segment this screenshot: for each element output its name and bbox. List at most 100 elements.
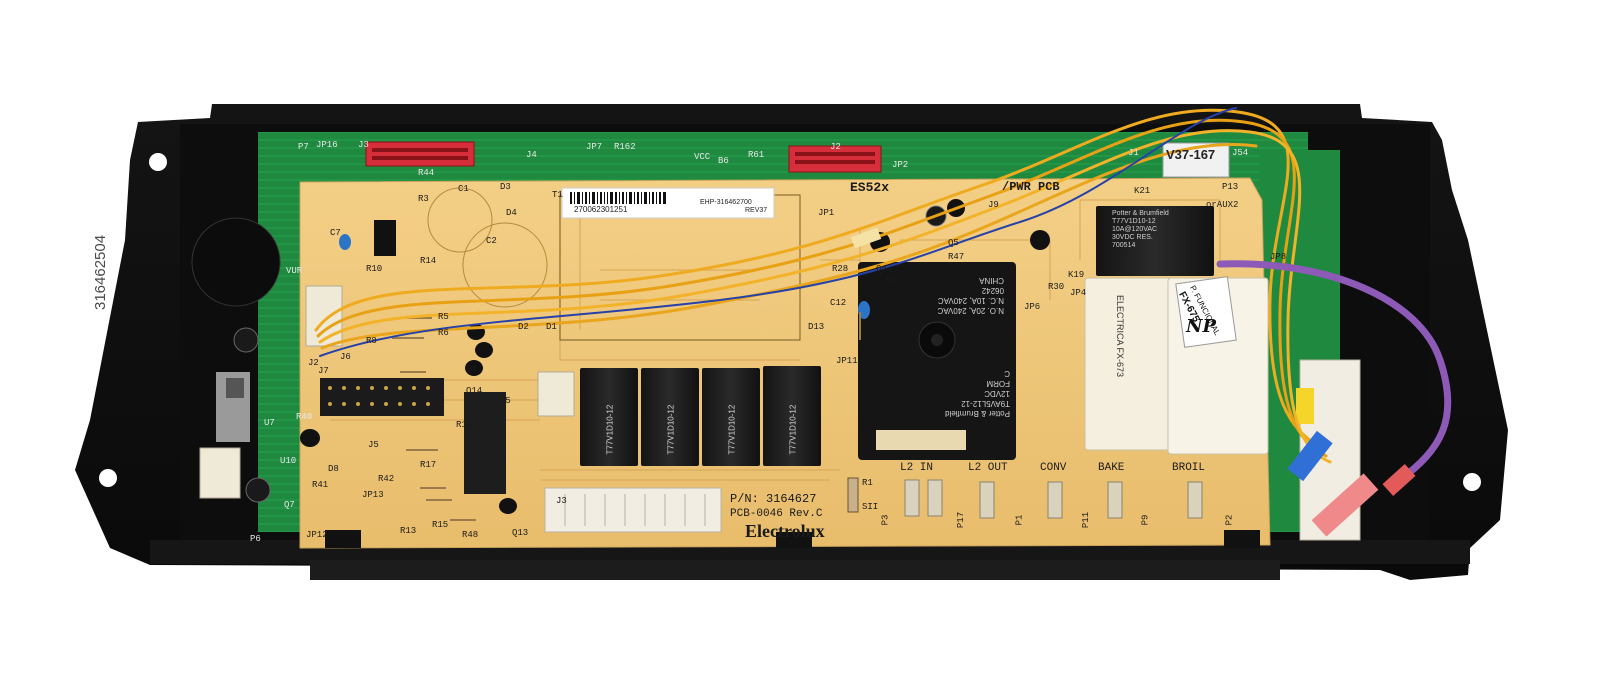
refdes-label: JP7 [586,142,603,152]
refdes-label: J3 [556,496,567,506]
refdes-label: JP4 [1070,288,1087,298]
refdes-label: R48 [462,530,479,540]
board-title: ES52x [850,180,890,195]
refdes-label: JP12 [306,530,328,540]
refdes-label: J9 [988,200,999,210]
big-relay-line: 12VDC [984,389,1010,398]
refdes-label: Q7 [284,500,295,510]
refdes-label: R8 [366,336,377,346]
big-relay-line: T9AV5L12-12 [961,399,1010,408]
refdes-label: VCC [694,152,711,162]
pin-p17: P17 [956,511,967,529]
refdes-label: R47 [948,252,965,262]
mount-hole [99,469,117,487]
big-relay [858,262,1016,460]
refdes-label: D13 [808,322,825,332]
refdes-label: JP11 [836,356,858,366]
handwritten-mark: NP [1186,316,1216,337]
refdes-label: R10 [366,264,383,274]
big-relay-line: Potter & Brumfield [945,409,1010,418]
refdes-label: R6 [438,328,449,338]
refdes-label: R44 [418,168,435,178]
pcb-revision: PCB-0046 Rev.C [730,508,823,520]
mount-hole [149,153,167,171]
big-relay-line: N.C. 10A, 240VAC [937,296,1004,305]
pin-p11: P11 [1081,511,1092,529]
refdes-label: R42 [378,474,395,484]
connector-j2-left [305,285,343,347]
refdes-label: R40 [296,412,313,422]
refdes-label: K21 [1134,186,1151,196]
terminal-bake: BAKE [1098,462,1125,474]
refdes-label: R1 [862,478,873,488]
k21-line: 30VDC RES. [1112,234,1153,241]
blue-wire [319,107,1237,357]
pin-p2: P2 [1224,514,1235,526]
version-sticker-text: V37-167 [1166,147,1216,162]
refdes-label: B6 [718,156,729,166]
refdes-label: Q1 [466,364,477,374]
refdes-label: P13 [1222,182,1239,192]
refdes-label: R2 [886,276,897,286]
terminal-l2-out: L2 OUT [968,462,1008,474]
refdes-label: T1 [552,190,563,200]
big-relay-line: FORM [986,379,1010,388]
white-relay-left [1084,277,1182,451]
refdes-label: C7 [330,228,341,238]
refdes-label: C1 [458,184,469,194]
white-connector-j3 [544,487,722,533]
barcode-number: 270062301251 [574,205,628,214]
refdes-label: P7 [298,142,309,152]
refdes-label: C2 [486,236,497,246]
board-title-suffix: /PWR PCB [1002,180,1060,194]
refdes-label: Q14 [466,386,483,396]
refdes-label: U10 [280,456,297,466]
refdes-label: R162 [614,142,636,152]
refdes-label: J5 [368,440,379,450]
refdes-label: JP8 [1270,252,1287,262]
k21-line: 10A@120VAC [1112,226,1158,233]
terminal-l2-in: L2 IN [900,462,934,474]
refdes-label: J3 [358,140,369,150]
refdes-label: JP2 [892,160,909,170]
ic-chip [464,392,506,494]
refdes-label: R28 [832,264,849,274]
refdes-label: J1 [1128,148,1139,158]
refdes-label: P6 [250,534,261,544]
relay-text-1: T77V1D10-12 [605,404,615,455]
mount-hole [1463,473,1481,491]
refdes-label: C12 [830,298,847,308]
refdes-label: Q13 [512,528,529,538]
refdes-label: R3 [418,194,429,204]
k21-line: T77V1D10-12 [1112,218,1156,225]
refdes-label: K19 [1068,270,1085,280]
small-relays [580,366,821,466]
k21-line: 700514 [1112,242,1136,249]
relay-text-3: T77V1D10-12 [727,404,737,455]
part-rev: REV37 [745,207,768,214]
refdes-label: D3 [500,182,511,192]
refdes-label: D2 [518,322,529,332]
refdes-label: SII [862,502,879,512]
refdes-label: J4 [526,150,537,160]
k21-relay-text: Potter & Brumfield T77V1D10-12 10A@120VA… [1112,210,1169,250]
refdes-label: J54 [1232,148,1249,158]
relay-text-4: T77V1D10-12 [788,404,798,455]
pink-quick-connector [1311,473,1379,537]
part-number: P/N: 3164627 [730,492,817,506]
refdes-label: J6 [340,352,351,362]
refdes-label: JP6 [1024,302,1041,312]
brand-logo: Electrolux [745,521,825,541]
relay-k21 [1096,206,1214,276]
refdes-label: R13 [400,526,417,536]
red-connector-j3 [365,141,475,167]
refdes-label: R41 [312,480,329,490]
yellow-wire [314,108,1324,450]
k21-line: Potter & Brumfield [1112,210,1169,217]
refdes-label: JP16 [316,140,338,150]
terminal-broil: BROIL [1172,462,1206,474]
side-number: 316462504 [92,234,109,310]
refdes-label: J7 [318,366,329,376]
refdes-label: J2 [830,142,841,152]
